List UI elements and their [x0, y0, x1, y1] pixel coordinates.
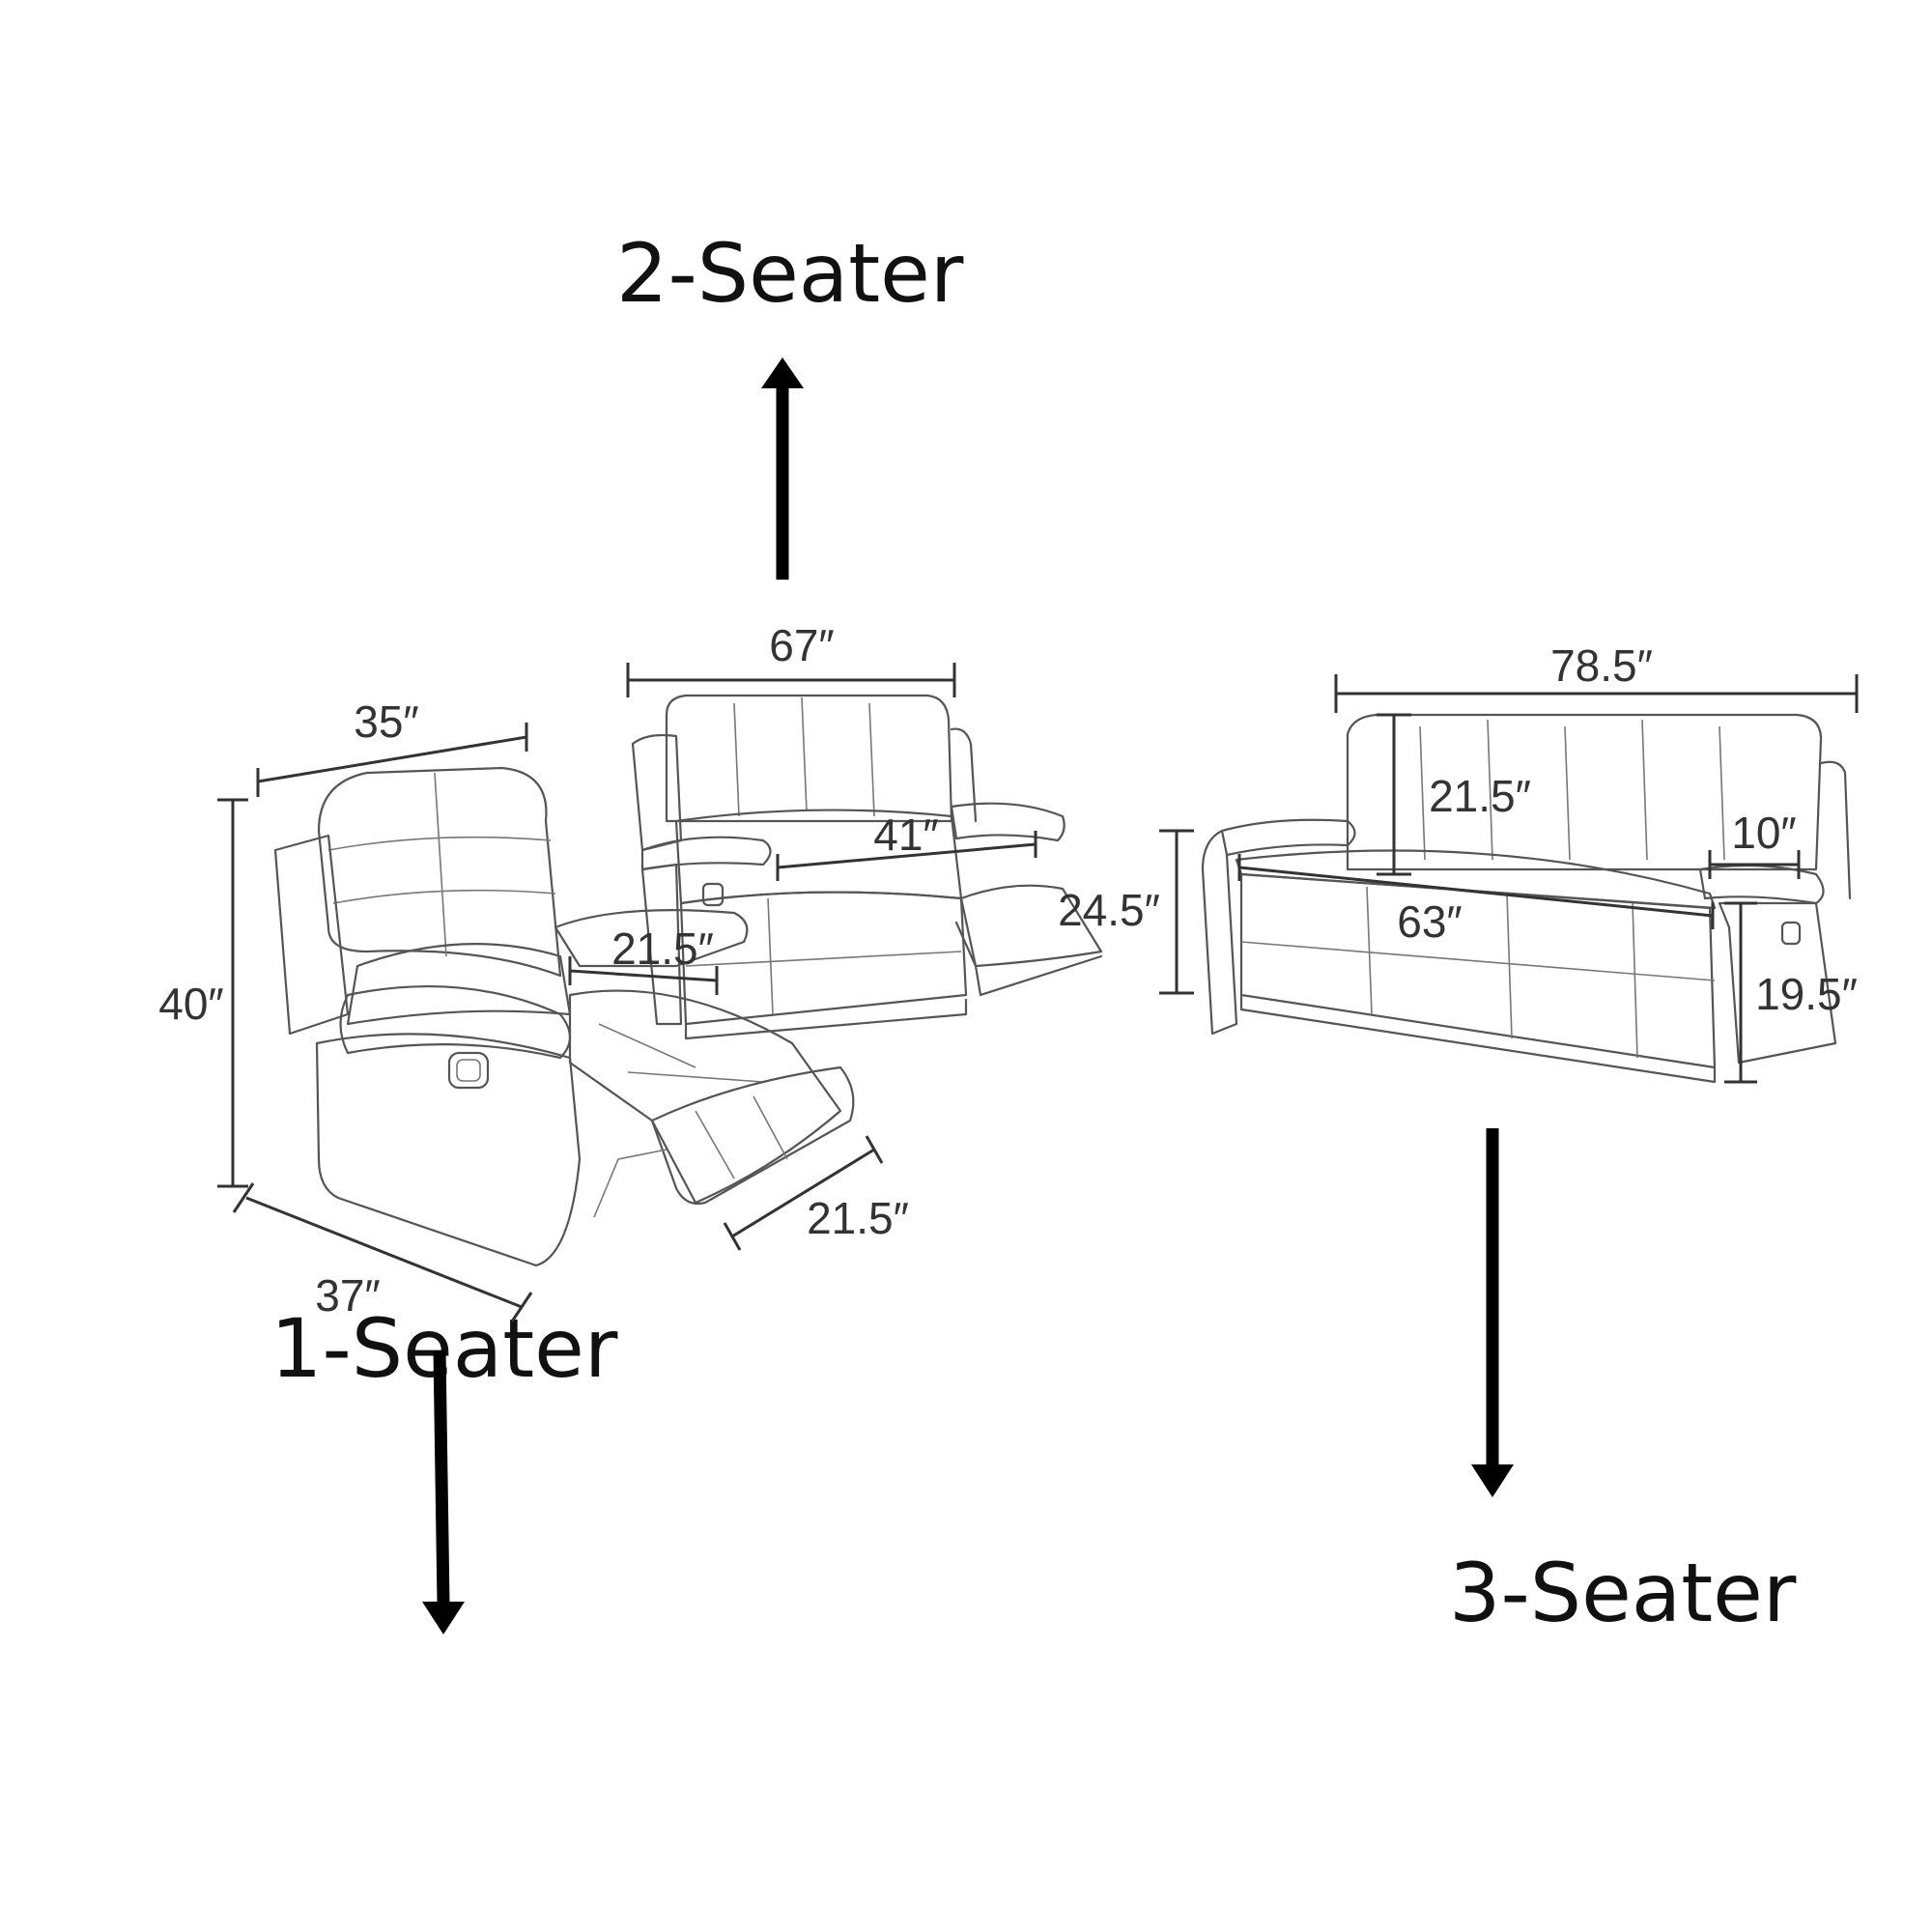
dim-lines-one-seater: [217, 723, 884, 1322]
dim-three-seater-back-height: 21.5″: [1429, 771, 1531, 821]
three-seater-sofa-sketch: [1201, 713, 1852, 1084]
dim-one-seater-footrest: 21.5″: [807, 1193, 909, 1243]
label-three-seater: 3-Seater: [1449, 1546, 1797, 1640]
dim-lines-two-seater: [626, 663, 1037, 881]
dim-three-seater-arm-height: 19.5″: [1755, 969, 1858, 1019]
label-two-seater: 2-Seater: [616, 226, 964, 321]
dim-two-seater-seat-width: 41″: [873, 810, 938, 860]
arrow-down-one-seater: [422, 1350, 465, 1634]
dim-one-seater-depth: 37″: [315, 1270, 380, 1321]
dim-two-seater-seat-height: 24.5″: [1058, 885, 1160, 935]
dim-lines-three-seater: [1159, 674, 1859, 1084]
arrow-down-three-seater: [1471, 1128, 1514, 1497]
dim-one-seater-seat-width: 21.5″: [611, 923, 714, 974]
dim-one-seater-back-width: 35″: [354, 696, 418, 747]
dim-one-seater-height: 40″: [158, 979, 223, 1029]
dim-three-seater-arm-width: 10″: [1731, 808, 1796, 858]
dim-two-seater-width: 67″: [769, 620, 834, 670]
one-seater-recliner-sketch: [273, 766, 855, 1267]
dim-three-seater-width: 78.5″: [1550, 640, 1653, 691]
dim-three-seater-seat-width: 63″: [1397, 896, 1462, 947]
two-seater-loveseat-sketch: [631, 694, 1103, 1040]
arrow-up-two-seater: [761, 357, 804, 580]
